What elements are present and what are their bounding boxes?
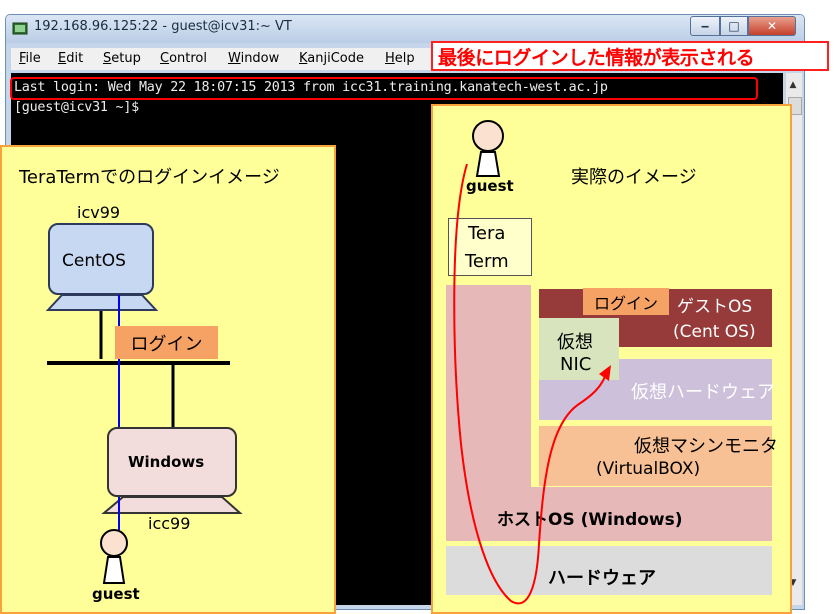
- minimize-icon: ‒: [700, 19, 710, 33]
- callout-box: [431, 41, 829, 71]
- last-login-highlight: [10, 77, 758, 100]
- maximize-icon: □: [728, 19, 740, 33]
- left-user-label: guest: [92, 585, 140, 603]
- right-drawing: [453, 120, 611, 605]
- minimize-button[interactable]: ‒: [690, 16, 720, 36]
- virtual-nic-label-line1: 仮想: [557, 332, 593, 353]
- vmm-layer: [539, 426, 772, 486]
- guest-os-label-line2: (Cent OS): [673, 322, 756, 342]
- terminal-line-prompt: [guest@icv31 ~]$: [14, 100, 139, 115]
- close-icon: ✕: [766, 19, 778, 33]
- guest-os-label-line1: ゲストOS: [677, 297, 753, 317]
- server-name: icv99: [77, 203, 121, 222]
- virtual-hardware-label: 仮想ハードウェア: [631, 382, 775, 403]
- actual-login-path: [453, 163, 607, 605]
- client-monitor-base: [101, 496, 243, 514]
- menu-edit[interactable]: Edit: [58, 51, 84, 66]
- menu-file[interactable]: File: [19, 51, 41, 66]
- server-os-label: CentOS: [62, 251, 126, 271]
- right-user-body: [475, 151, 501, 177]
- left-user-head: [100, 529, 128, 557]
- callout-text: 最後にログインした情報が表示される: [438, 47, 755, 69]
- right-login-tag: ログイン: [583, 288, 669, 315]
- client-os-label: Windows: [128, 453, 205, 471]
- host-os-layer: [446, 487, 772, 541]
- host-os-column: [446, 285, 531, 495]
- hardware-layer: [446, 546, 772, 595]
- right-panel-title: 実際のイメージ: [571, 167, 697, 188]
- maximize-button[interactable]: □: [720, 16, 748, 36]
- client-monitor: [107, 427, 237, 497]
- vmm-label-line2: (VirtualBOX): [596, 459, 701, 479]
- actual-login-arrowhead: [599, 365, 611, 381]
- teraterm-label-line2: Term: [465, 251, 509, 272]
- right-user-label: guest: [466, 177, 514, 195]
- teraterm-label-line1: Tera: [468, 223, 506, 244]
- hardware-label: ハードウェア: [548, 568, 656, 589]
- menu-kanjicode[interactable]: KanjiCode: [299, 51, 365, 66]
- close-button[interactable]: ✕: [748, 16, 796, 36]
- vmm-label-line1: 仮想マシンモニタ: [634, 436, 778, 457]
- left-login-tag: ログイン: [115, 326, 218, 359]
- menu-window[interactable]: Window: [228, 51, 280, 66]
- menu-control[interactable]: Control: [160, 51, 207, 66]
- left-panel-title: TeraTermでのログインイメージ: [19, 167, 280, 188]
- window-title: 192.168.96.125:22 - guest@icv31:~ VT: [34, 19, 292, 34]
- menu-help[interactable]: Help: [385, 51, 415, 66]
- network-drawing: [45, 281, 243, 584]
- scroll-up-icon[interactable]: ▲: [789, 80, 797, 90]
- left-user-body: [102, 556, 126, 584]
- title-bar[interactable]: [6, 15, 804, 43]
- teraterm-app-icon: [12, 22, 28, 35]
- host-os-label: ホストOS (Windows): [497, 510, 683, 530]
- scroll-down-icon[interactable]: ▼: [789, 578, 797, 588]
- teraterm-box: [448, 218, 532, 276]
- terminal-line-last-login: Last login: Wed May 22 18:07:15 2013 fro…: [14, 80, 608, 95]
- server-monitor: [48, 223, 154, 295]
- server-monitor-base: [45, 294, 159, 311]
- right-user-head: [472, 120, 504, 152]
- client-name: icc99: [148, 514, 191, 533]
- virtual-nic-label-line2: NIC: [560, 354, 592, 375]
- menu-setup[interactable]: Setup: [103, 51, 141, 66]
